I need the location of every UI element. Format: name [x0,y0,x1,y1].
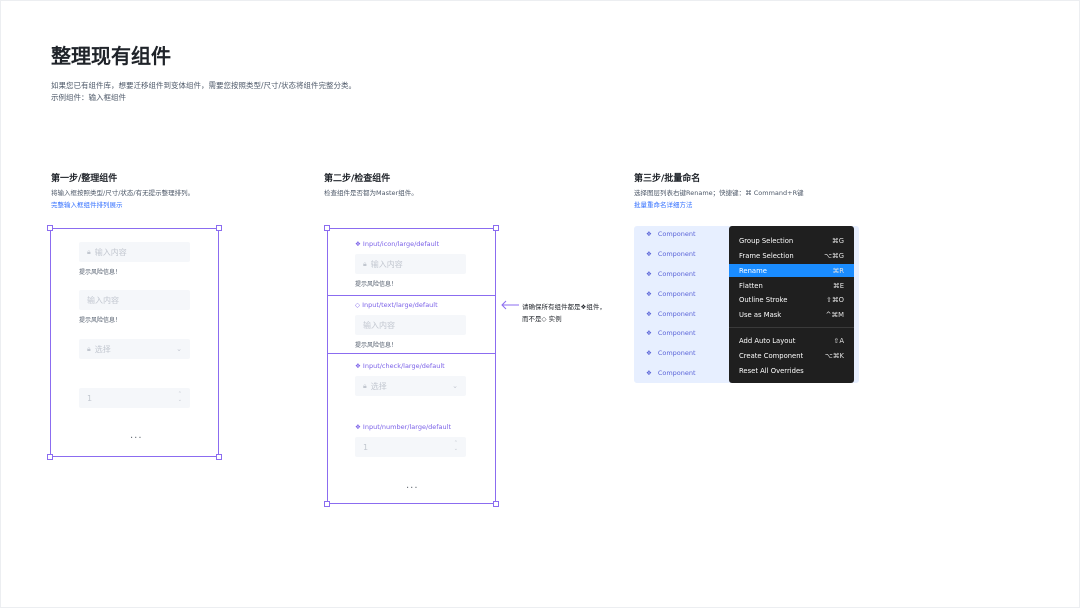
component-icon: ❖ [646,230,652,238]
menu-item-add-auto-layout[interactable]: Add Auto Layout⇧A [739,336,844,345]
component-icon: ❖ [646,290,652,298]
context-menu: Group Selection⌘G Frame Selection⌥⌘G Ren… [729,226,854,383]
component-label: ❖ Input/number/large/default [355,423,452,431]
resize-handle[interactable] [324,501,330,507]
instance-label: ◇ Input/text/large/default [355,301,438,309]
component-icon: ❖ [646,270,652,278]
step2-title: 第二步/检查组件 [324,174,391,184]
layer-item[interactable]: ❖Component [646,369,696,377]
lock-icon: 🔒︎ [87,247,91,256]
number-input[interactable]: 1 ⌃⌄ [79,388,190,408]
number-value: 1 [87,393,93,403]
number-input[interactable]: 1 ⌃⌄ [355,437,466,457]
menu-item-use-as-mask[interactable]: Use as Mask^⌘M [739,310,844,319]
menu-item-flatten[interactable]: Flatten⌘E [739,281,844,290]
chevron-down-icon: ⌄ [176,345,182,353]
component-note: 请确保所有组件都是❖组件， [522,303,606,311]
component-icon: ❖ [646,369,652,377]
more-ellipsis: ... [406,480,419,491]
menu-item-rename[interactable]: Rename⌘R [729,264,854,277]
resize-handle[interactable] [324,225,330,231]
select-placeholder: 选择 [370,381,387,391]
resize-handle[interactable] [216,454,222,460]
select-placeholder: 选择 [94,344,111,354]
arrow-left-icon [501,300,519,310]
step1-desc: 将输入框按照类型/尺寸/状态/有无提示整理排列。 [51,189,195,197]
component-divider [327,295,496,296]
step1-title: 第一步/整理组件 [51,174,118,184]
number-value: 1 [363,442,369,452]
menu-item-create-component[interactable]: Create Component⌥⌘K [739,351,844,360]
lock-icon: 🔒︎ [87,344,91,353]
text-input-with-icon[interactable]: 🔒︎ 输入内容 [355,254,466,274]
menu-item-frame-selection[interactable]: Frame Selection⌥⌘G [739,251,844,260]
stepper-arrows-icon: ⌃⌄ [177,391,182,403]
page-example-note: 示例组件：输入框组件 [51,93,126,102]
input-hint: 提示风险信息！ [79,317,122,324]
layer-item[interactable]: ❖Component [646,250,696,258]
lock-icon: 🔒︎ [363,259,367,268]
page-description: 如果您已有组件库，想要迁移组件到变体组件，需要您按照类型/尺寸/状态将组件完整分… [51,81,357,90]
component-icon: ❖ [355,362,363,370]
lock-icon: 🔒︎ [363,381,367,390]
component-icon: ❖ [646,349,652,357]
stepper-arrows-icon: ⌃⌄ [453,440,458,452]
select-input[interactable]: 🔒︎ 选择 ⌄ [355,376,466,396]
component-label: ❖ Input/check/large/default [355,362,445,370]
input-placeholder: 输入内容 [87,295,119,305]
menu-item-group-selection[interactable]: Group Selection⌘G [739,236,844,245]
layer-item[interactable]: ❖Component [646,230,696,238]
page-title: 整理现有组件 [51,44,171,68]
step2-desc: 检查组件是否都为Master组件。 [324,189,418,197]
resize-handle[interactable] [47,454,53,460]
menu-item-outline-stroke[interactable]: Outline Stroke⇧⌘O [739,295,844,304]
component-label: ❖ Input/icon/large/default [355,240,440,248]
input-placeholder: 输入内容 [94,247,127,257]
resize-handle[interactable] [493,501,499,507]
instance-icon: ◇ [355,301,363,309]
step1-selection-frame[interactable] [50,228,219,457]
input-placeholder: 输入内容 [363,320,395,330]
text-input-with-icon[interactable]: 🔒︎ 输入内容 [79,242,190,262]
layer-item[interactable]: ❖Component [646,290,696,298]
layer-item[interactable]: ❖Component [646,329,696,337]
menu-item-reset-all-overrides[interactable]: Reset All Overrides [739,366,804,375]
step3-desc: 选择图层列表右键Rename；快捷键：⌘ Command+R键 [634,189,804,197]
component-icon: ❖ [646,329,652,337]
step2-selection-frame[interactable] [327,228,496,504]
resize-handle[interactable] [493,225,499,231]
component-note: 而不是◇ 实例 [522,315,562,323]
component-icon: ❖ [355,423,363,431]
component-divider [327,353,496,354]
input-hint: 提示风险信息！ [355,281,398,288]
layer-item[interactable]: ❖Component [646,310,696,318]
input-hint: 提示风险信息！ [79,269,122,276]
component-icon: ❖ [646,250,652,258]
text-input[interactable]: 输入内容 [355,315,466,335]
text-input[interactable]: 输入内容 [79,290,190,310]
chevron-down-icon: ⌄ [452,382,458,390]
component-icon: ❖ [646,310,652,318]
layer-item[interactable]: ❖Component [646,349,696,357]
resize-handle[interactable] [216,225,222,231]
step1-link[interactable]: 完整输入框组件排列展示 [51,201,123,209]
more-ellipsis: ... [130,430,143,441]
select-input[interactable]: 🔒︎ 选择 ⌄ [79,339,190,359]
input-hint: 提示风险信息！ [355,342,398,349]
step3-link[interactable]: 批量重命名详细方法 [634,201,693,209]
step3-title: 第三步/批量命名 [634,174,701,184]
menu-separator [729,327,854,328]
resize-handle[interactable] [47,225,53,231]
input-placeholder: 输入内容 [370,259,403,269]
component-icon: ❖ [355,240,363,248]
layer-item[interactable]: ❖Component [646,270,696,278]
